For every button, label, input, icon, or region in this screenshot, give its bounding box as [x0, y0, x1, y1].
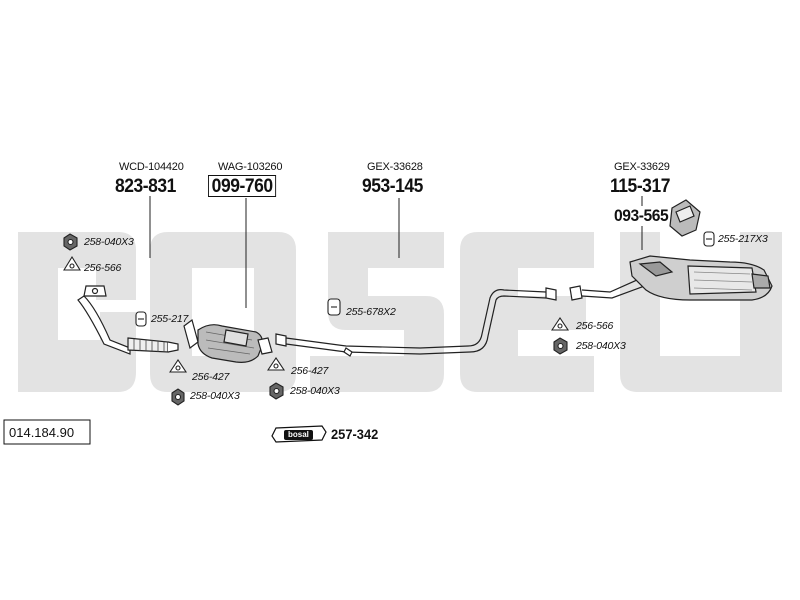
nut-icon: [553, 337, 568, 355]
front-pipe: [77, 285, 179, 355]
part-label-hanger: 255-217X3: [718, 233, 768, 245]
callout-part-number: 823-831: [115, 176, 176, 197]
bosal-watermark: [18, 232, 782, 392]
rear-bracket: [669, 199, 701, 237]
gasket-icon: [168, 359, 188, 373]
callout-part-number: 115-317: [610, 176, 670, 197]
catalytic-converter: [183, 318, 273, 363]
rear-silencer: [569, 255, 773, 301]
diagram-id-frame: [3, 419, 91, 445]
part-label-nut: 258-040X3: [576, 340, 626, 352]
part-label-nut: 258-040X3: [290, 385, 340, 397]
diagram-id: 014.184.90: [9, 425, 75, 440]
part-label-nut: 258-040X3: [190, 390, 240, 402]
part-label-nut: 258-040X3: [84, 236, 134, 248]
gasket-icon: [550, 317, 570, 331]
bracket-part-number: 093-565: [614, 206, 669, 225]
part-label-gasket: 256-566: [84, 262, 122, 274]
callout-code: WCD-104420: [119, 161, 184, 173]
part-label-gasket: 256-566: [576, 320, 614, 332]
callout-code: WAG-103260: [218, 161, 283, 173]
callout-part-number-boxed: 099-760: [208, 175, 277, 197]
mounting-kit-part-number: 257-342: [331, 426, 379, 442]
hanger-icon: [327, 298, 341, 316]
nut-icon: [171, 388, 185, 406]
part-label-gasket: 256-427: [291, 365, 329, 377]
callout-part-number: 953-145: [362, 176, 423, 197]
middle-pipe: [275, 287, 557, 357]
nut-icon: [63, 233, 78, 251]
gasket-icon: [63, 255, 81, 271]
callout-code: GEX-33629: [614, 161, 670, 173]
nut-icon: [269, 382, 284, 400]
part-label-gasket: 256-427: [192, 371, 230, 383]
hanger-icon: [703, 231, 715, 247]
clamp-icon: [135, 311, 147, 327]
gasket-icon: [266, 357, 286, 371]
small-parts: [63, 231, 715, 406]
part-label-clamp: 255-217: [151, 313, 189, 325]
brand-badge: bosal: [284, 430, 313, 440]
callout-code: GEX-33628: [367, 161, 423, 173]
part-label-hanger: 255-678X2: [346, 306, 396, 318]
leader-lines: [149, 196, 643, 308]
